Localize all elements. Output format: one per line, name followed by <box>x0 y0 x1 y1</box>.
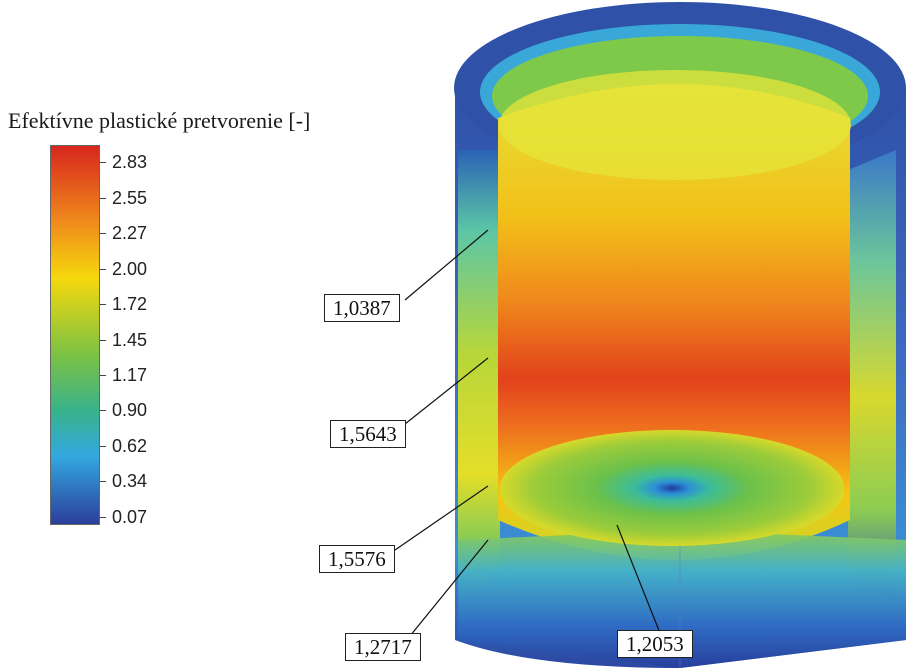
tick-label-0-62: 0.62 <box>112 436 148 456</box>
tick-mark <box>100 162 106 163</box>
tick-mark <box>100 233 106 234</box>
tick-mark <box>100 198 106 199</box>
tick-label-2-00: 2.00 <box>112 259 148 279</box>
callout-value: 1,5576 <box>319 545 395 573</box>
tick-label-0-07: 0.07 <box>112 507 148 527</box>
tick-label-0-34: 0.34 <box>112 471 148 491</box>
cavity-opening <box>499 70 851 180</box>
tick-mark <box>100 410 106 411</box>
cavity-floor <box>500 430 844 546</box>
callout-value: 1,5643 <box>330 420 406 448</box>
section-right-wall <box>848 150 896 600</box>
leader-line-1 <box>404 229 489 301</box>
tick-label-2-27: 2.27 <box>112 223 148 243</box>
legend-title: Efektívne plastické pretvorenie [-] <box>8 108 311 133</box>
tick-label-0-90: 0.90 <box>112 400 148 420</box>
cup-base-section <box>458 530 906 668</box>
tick-label-2-55: 2.55 <box>112 188 148 208</box>
callout-value: 1,2717 <box>345 633 421 661</box>
leader-line-3 <box>394 485 489 551</box>
leader-line-5 <box>616 524 661 634</box>
tick-mark <box>100 340 106 341</box>
tick-label-1-17: 1.17 <box>112 365 148 385</box>
leader-line-2 <box>404 357 489 425</box>
tick-label-2-83: 2.83 <box>112 152 148 172</box>
tick-mark <box>100 517 106 518</box>
tick-mark <box>100 269 106 270</box>
tick-label-1-72: 1.72 <box>112 294 148 314</box>
tick-mark <box>100 481 106 482</box>
tick-mark <box>100 446 106 447</box>
tick-label-1-45: 1.45 <box>112 330 148 350</box>
tick-mark <box>100 375 106 376</box>
section-left-wall <box>458 150 500 600</box>
callout-value: 1,0387 <box>324 294 400 322</box>
leader-line-4 <box>409 539 489 637</box>
colorbar-gradient <box>51 146 99 524</box>
tick-mark <box>100 304 106 305</box>
colorbar <box>50 145 100 525</box>
callout-value: 1,2053 <box>617 630 693 658</box>
